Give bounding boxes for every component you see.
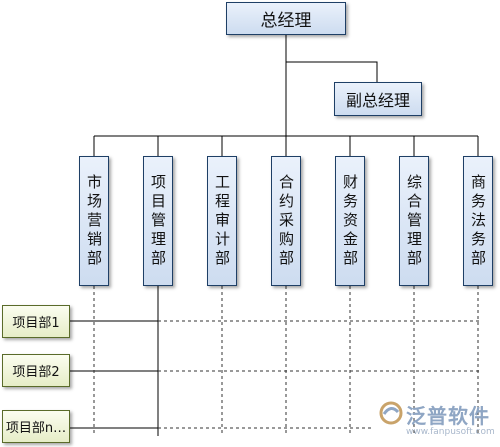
department-box-business-legal: 商务法务部 xyxy=(463,156,493,286)
project-dept-box-1: 项目部1 xyxy=(2,305,70,338)
department-label: 工程审计部 xyxy=(213,173,231,269)
watermark-logo: 泛普软件 www.fanpusoft.com xyxy=(378,400,496,444)
general-manager-box: 总经理 xyxy=(226,2,346,35)
department-box-project-management: 项目管理部 xyxy=(143,156,173,286)
watermark-brand: 泛普软件 xyxy=(406,404,490,428)
department-box-finance: 财务资金部 xyxy=(335,156,365,286)
department-box-general-affairs: 综合管理部 xyxy=(399,156,429,286)
general-manager-label: 总经理 xyxy=(260,11,312,31)
deputy-general-manager-label: 副总经理 xyxy=(345,91,410,110)
deputy-branch-line xyxy=(286,61,378,82)
department-box-contract-procurement: 合约采购部 xyxy=(271,156,301,286)
department-label: 市场营销部 xyxy=(85,173,103,269)
project-dept-box-2: 项目部2 xyxy=(2,354,70,387)
project-dept-box-n: 项目部n… xyxy=(2,410,70,443)
deputy-general-manager-box: 副总经理 xyxy=(334,82,422,116)
department-label: 合约采购部 xyxy=(277,173,295,269)
department-box-marketing: 市场营销部 xyxy=(79,156,109,286)
project-dept-label: 项目部n… xyxy=(5,421,67,436)
department-box-engineering-audit: 工程审计部 xyxy=(207,156,237,286)
project-dept-label: 项目部1 xyxy=(12,316,60,331)
department-label: 综合管理部 xyxy=(405,173,423,269)
department-label: 商务法务部 xyxy=(469,173,487,269)
department-label: 财务资金部 xyxy=(341,173,359,269)
department-label: 项目管理部 xyxy=(149,173,167,269)
project-dept-label: 项目部2 xyxy=(12,365,60,380)
watermark-url: www.fanpusoft.com xyxy=(406,427,495,437)
fanpu-logo-icon xyxy=(379,401,403,425)
